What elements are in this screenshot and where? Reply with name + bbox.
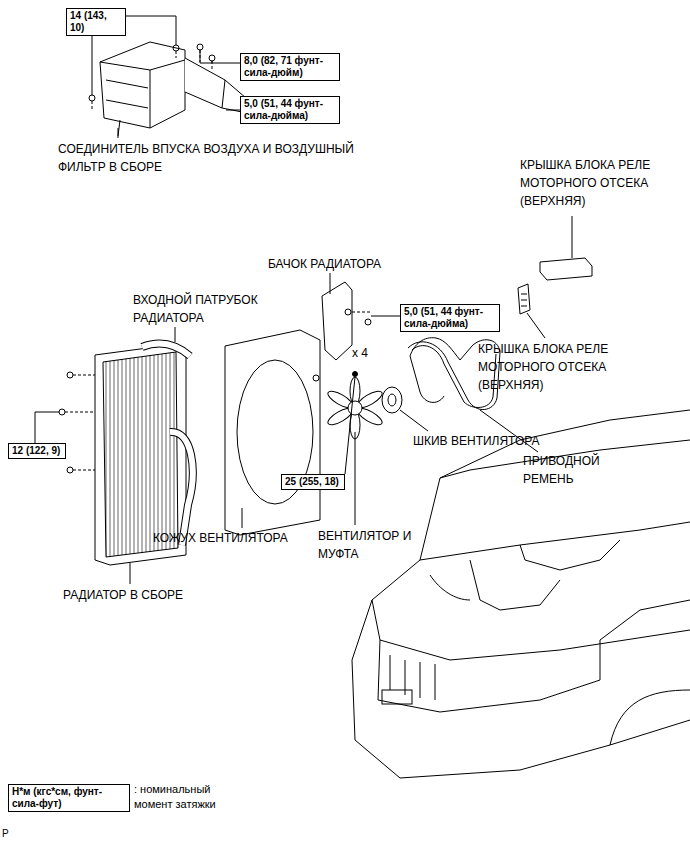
leader-lines [35,16,572,584]
fan-and-clutch [348,401,362,415]
leader-lines [118,128,119,138]
leader-lines [572,216,573,258]
radiator-assembly [67,372,73,378]
fan-shroud [225,330,320,535]
vehicle [470,560,560,610]
leader-lines [175,327,176,342]
torque-value: 25 (255, 18) [285,476,341,488]
air-filter-assembly [100,42,246,136]
leader-lines [527,313,545,338]
air-filter-assembly [100,42,185,128]
quantity-note: x 4 [352,344,368,362]
radiator-inlet-hose [142,344,190,356]
radiator-assembly [67,467,73,473]
torque-box: 5,0 (51, 44 фунт-сила-дюйма) [240,96,340,124]
torque-value: Н*м (кгс*см, фунт-сила-фут) [12,786,126,810]
torque-box: 8,0 (82, 71 фунт-сила-дюйм) [240,53,340,81]
radiator-assembly [103,352,178,557]
relay-block-cover [518,258,592,314]
page-mark: P [2,826,9,841]
part-name: ВХОДНОЙ ПАТРУБОК РАДИАТОРА [133,291,273,327]
part-name: СОЕДИНИТЕЛЬ ВПУСКА ВОЗДУХА И ВОЗДУШНЫЙ Ф… [58,140,403,176]
leader-lines [330,273,331,294]
leader-lines [226,110,240,111]
bolts-air-filter [173,45,179,51]
part-name: КРЫШКА БЛОКА РЕЛЕ МОТОРНОГО ОТСЕКА (ВЕРХ… [520,156,675,210]
vehicle [382,690,412,704]
leader-lines [355,432,356,525]
leader-lines [345,377,355,474]
leader-lines [130,563,131,584]
torque-value: 8,0 (82, 71 фунт-сила-дюйм) [244,55,336,79]
fan-and-clutch [353,372,358,377]
torque-box: 12 (122, 9) [8,443,66,459]
bolts-air-filter [92,50,212,110]
bolts-air-filter [197,44,203,50]
part-name: РАДИАТОР В СБОРЕ [63,586,183,604]
part-name: КОЖУХ ВЕНТИЛЯТОРА [153,529,288,547]
radiator-assembly [170,432,193,545]
torque-value: 5,0 (51, 44 фунт-сила-дюйма) [404,306,496,330]
vehicle [378,640,600,712]
vehicle [372,600,690,660]
part-name: ВЕНТИЛЯТОР И МУФТА [318,527,428,563]
vehicle [600,600,690,640]
torque-value: 12 (122, 9) [12,445,62,457]
vehicle [352,410,690,778]
leader-lines [200,50,240,63]
leader-lines [242,508,243,528]
radiator-assembly [170,432,193,545]
torque-box: 5,0 (51, 44 фунт-сила-дюйма) [400,304,500,332]
fan-shroud [225,330,320,535]
air-filter-assembly [106,80,148,108]
radiator-reservoir [352,312,370,313]
leader-lines [371,316,400,317]
air-filter-assembly [100,60,185,128]
torque-value: 5,0 (51, 44 фунт-сила-дюйма) [244,98,336,122]
air-filter-assembly [185,58,246,112]
air-filter-assembly [222,80,225,108]
fan-pulley [382,387,402,413]
radiator-reservoir [365,319,371,325]
bolts-air-filter [89,44,215,110]
radiator-inlet-hose [142,344,190,356]
radiator-reservoir [345,309,351,315]
leader-lines [35,412,59,443]
relay-block-cover [521,294,527,306]
bolts-air-filter [89,95,95,101]
radiator-reservoir [322,282,352,360]
vehicle [352,660,690,778]
legend-box: Н*м (кгс*см, фунт-сила-фут) [8,784,130,812]
radiator-assembly [59,409,65,415]
relay-block-cover [540,258,592,280]
part-name: КРЫШКА БЛОКА РЕЛЕ МОТОРНОГО ОТСЕКА (ВЕРХ… [478,340,633,394]
torque-box: 25 (255, 18) [281,474,345,490]
torque-value: 14 (143, 10) [70,10,122,34]
fan-shroud [313,375,319,381]
radiator-inlet-hose [142,344,190,356]
vehicle [430,575,470,600]
bolts-air-filter [209,55,215,61]
vehicle [520,540,620,570]
fan-pulley [388,394,396,406]
legend-text: : номинальный момент затяжки [134,782,244,812]
torque-box: 14 (143, 10) [66,8,126,36]
vehicle [610,690,690,745]
part-name: ПРИВОДНОЙ РЕМЕНЬ [523,452,618,488]
fan-pulley [382,387,402,413]
part-name: БАЧОК РАДИАТОРА [268,255,381,273]
leader-lines [400,410,428,431]
relay-block-cover [518,284,530,314]
part-name: ШКИВ ВЕНТИЛЯТОРА [413,432,539,450]
vehicle [420,410,690,560]
radiator-assembly [65,375,95,470]
